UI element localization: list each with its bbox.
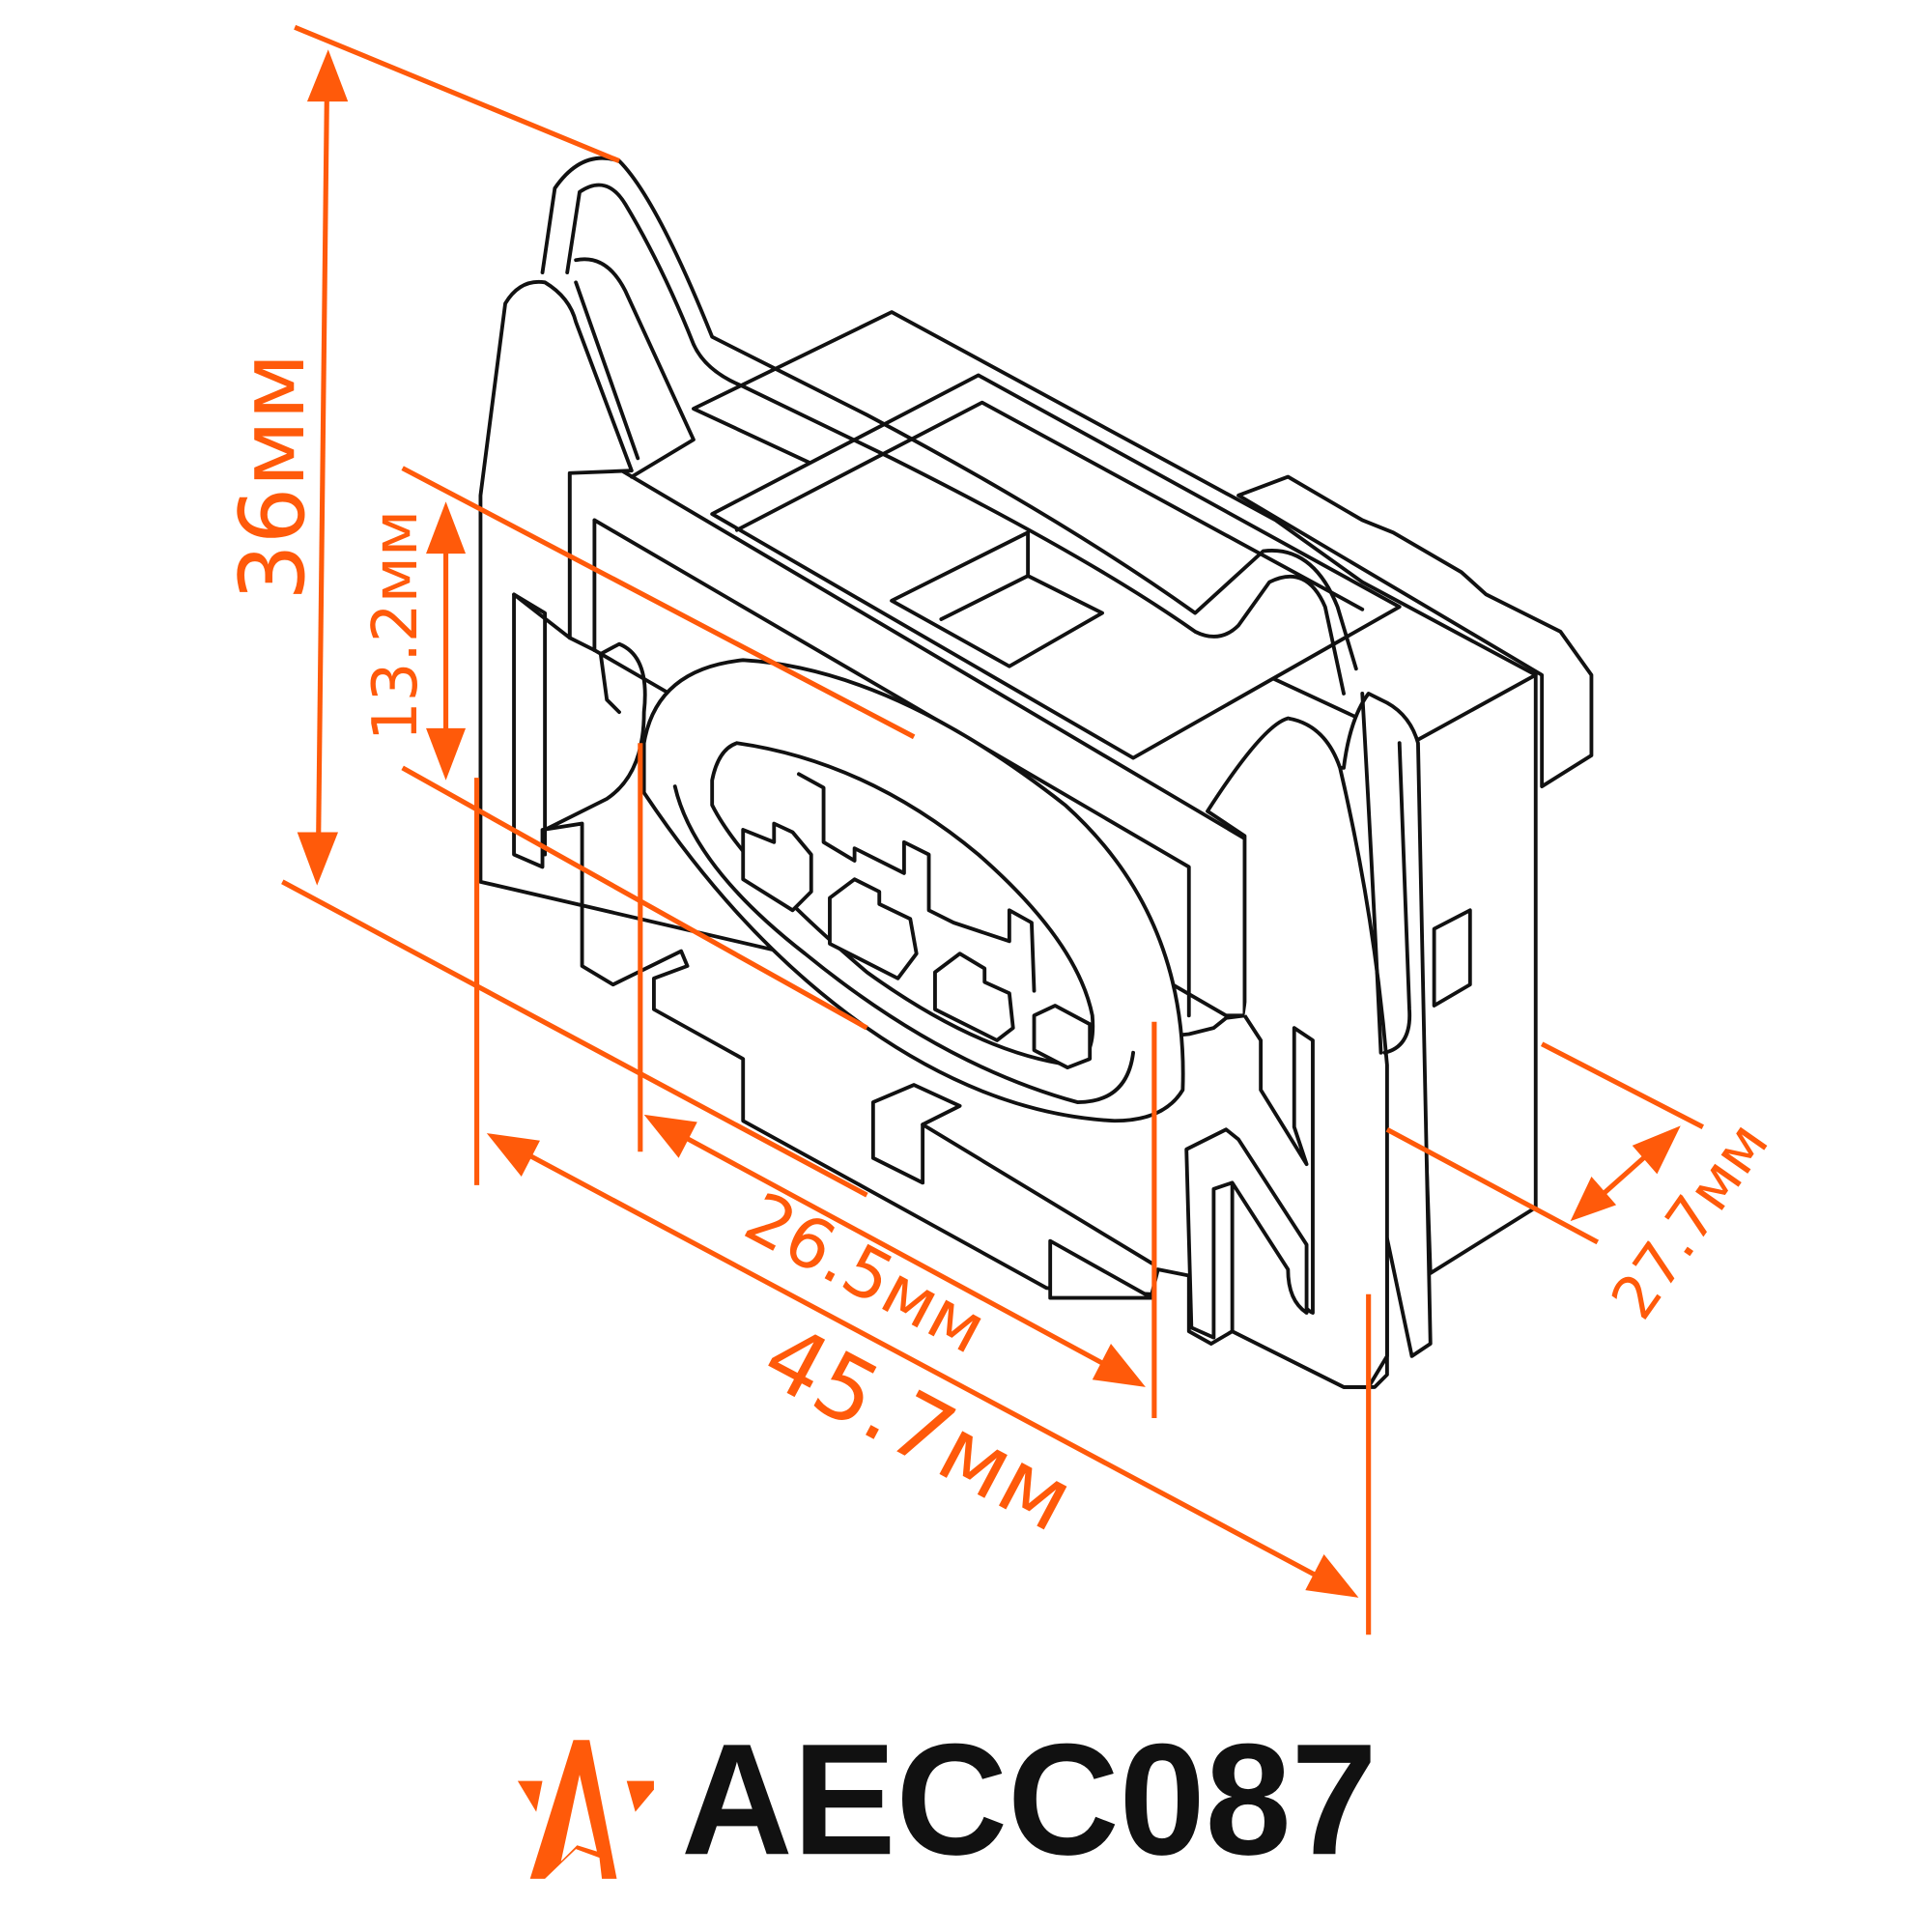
dimension-height-label: 36мм: [220, 353, 325, 601]
dimension-depth-label: 27.7мм: [1598, 1110, 1782, 1332]
brand-logo-icon: [517, 1740, 654, 1879]
product-code: AECC087: [681, 1710, 1378, 1888]
dimension-oval-height-label: 13.2мм: [360, 510, 432, 741]
connector-drawing: [478, 156, 1594, 1389]
dimension-lines: [281, 24, 1704, 1635]
